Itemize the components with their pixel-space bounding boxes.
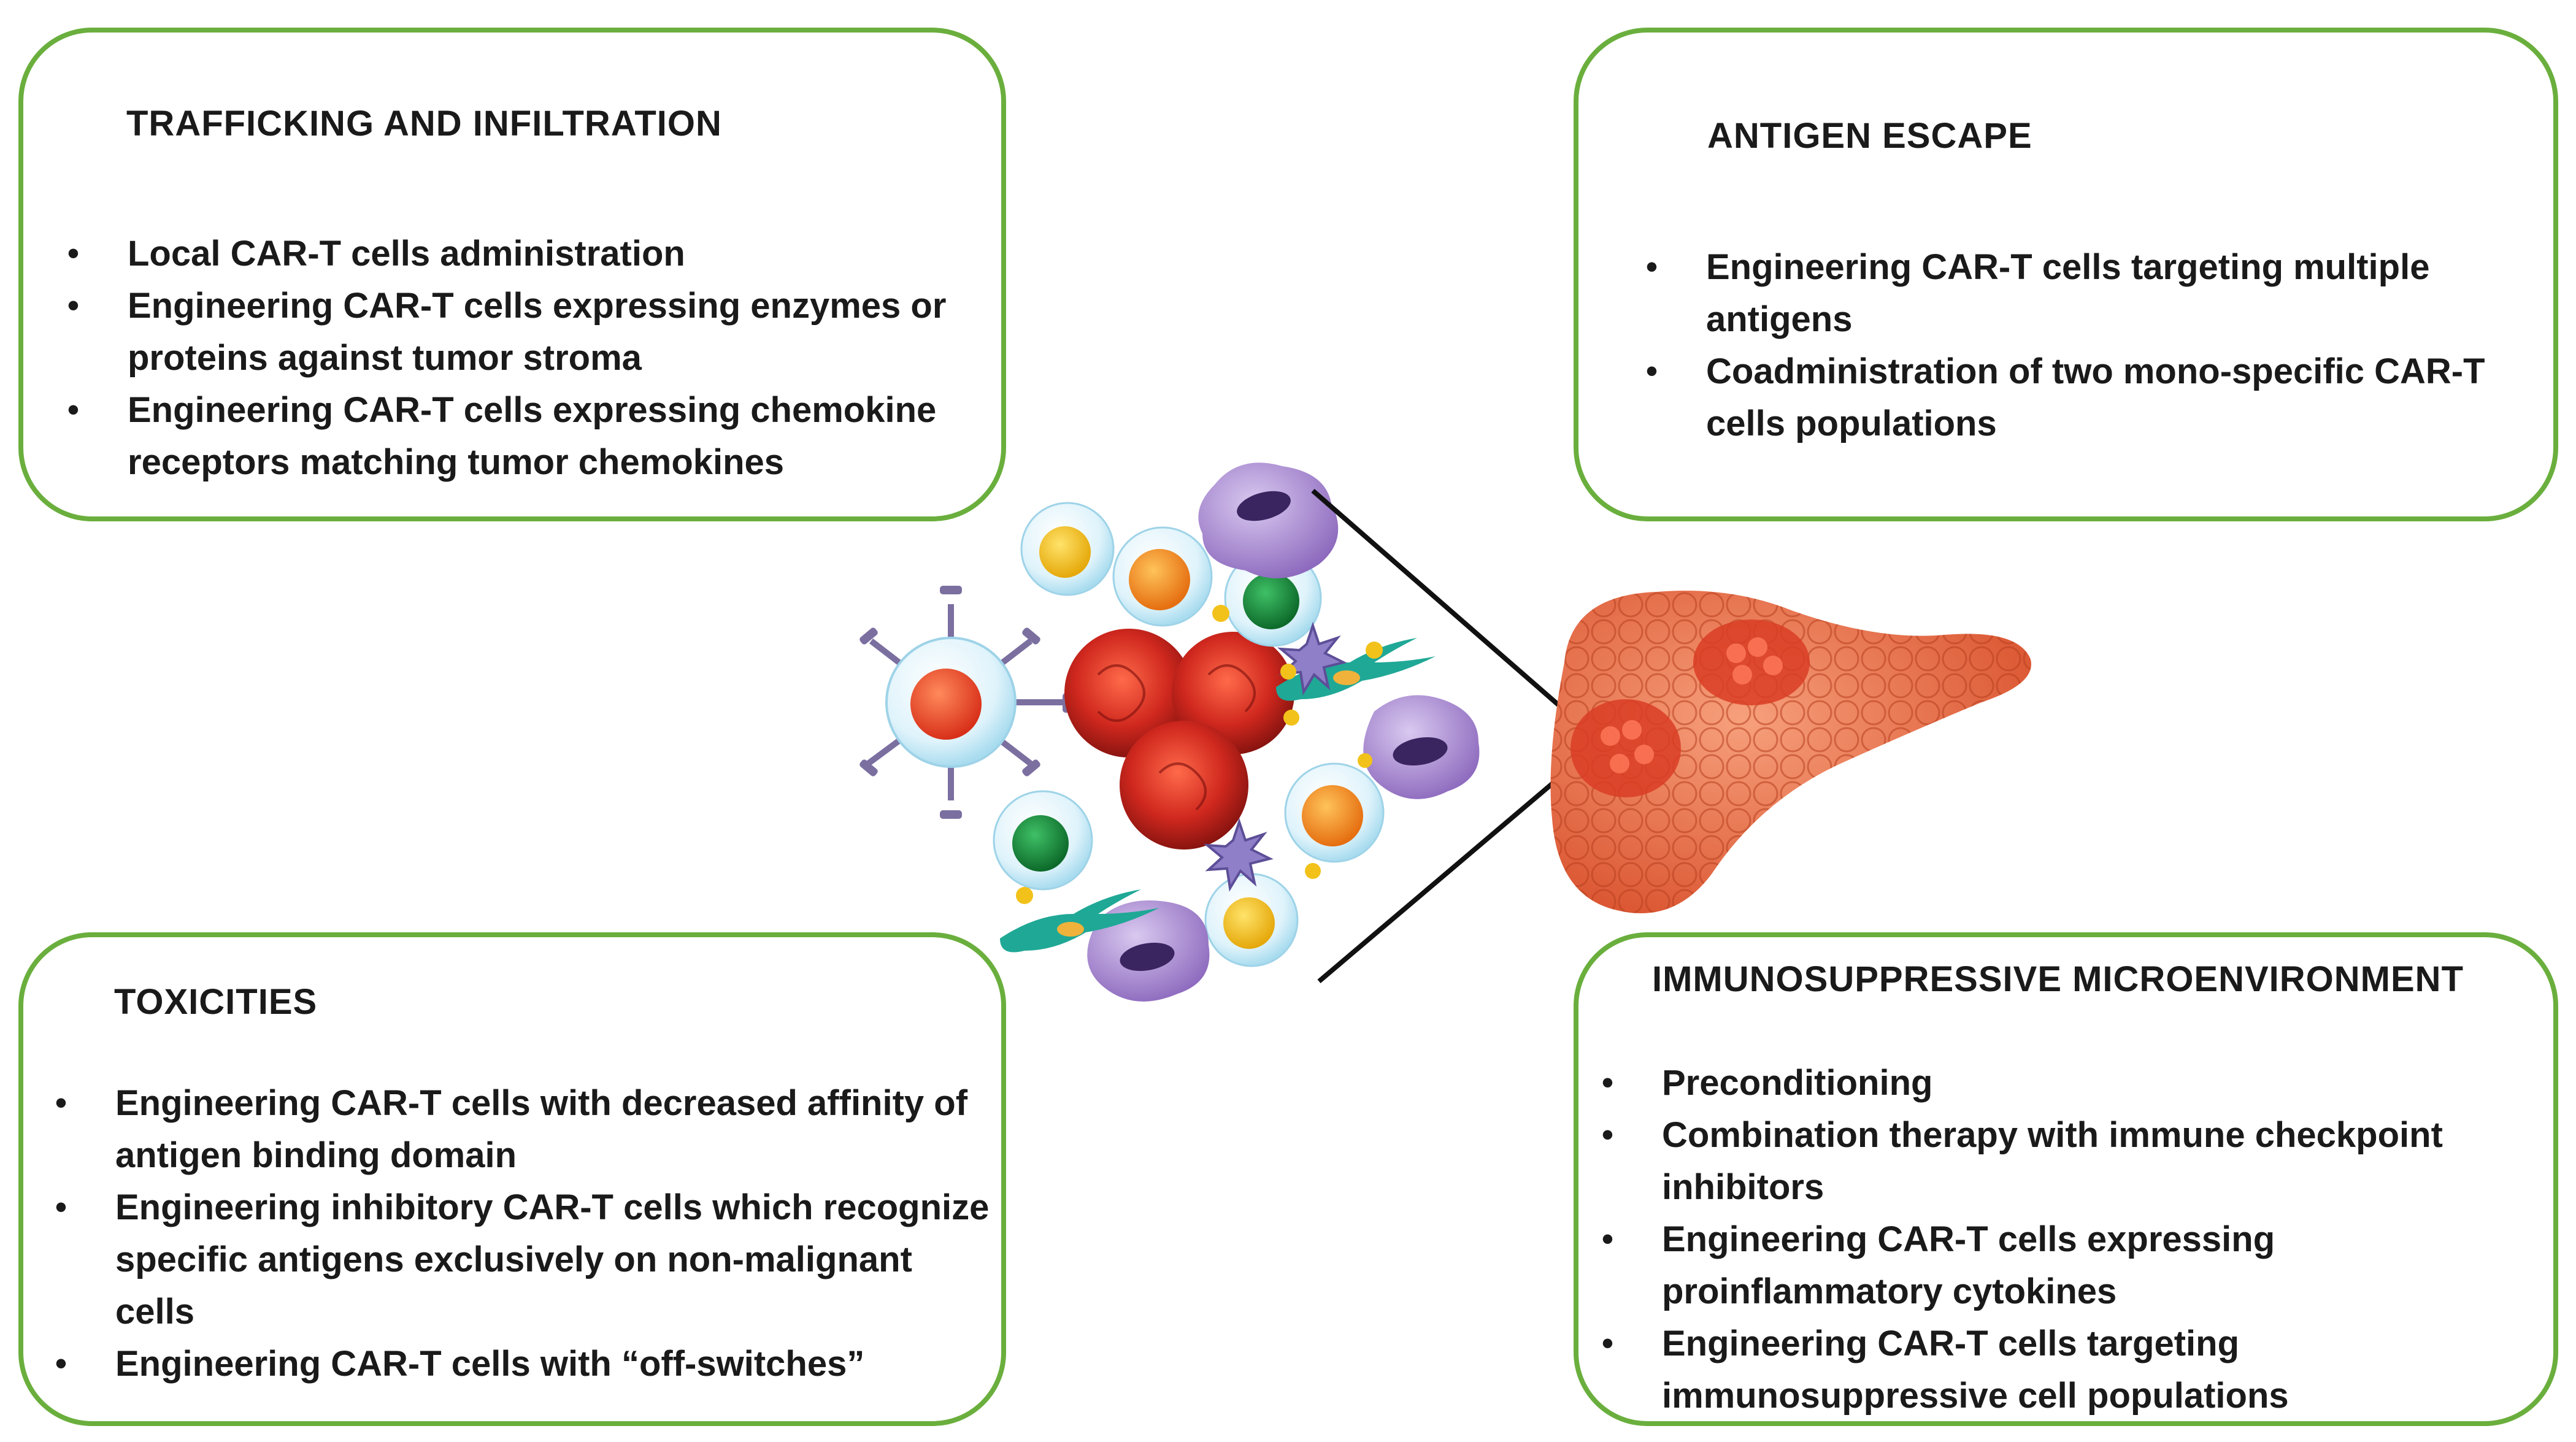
bullet-list: Engineering CAR-T cells targeting multip… bbox=[1646, 241, 2542, 450]
list-item: Engineering CAR-T cells expressing enzym… bbox=[67, 280, 994, 384]
pancreas-icon bbox=[1550, 591, 2031, 913]
list-item: Coadministration of two mono-specific CA… bbox=[1646, 345, 2542, 450]
tumor-microenvironment-illustration bbox=[859, 462, 2031, 1002]
box-immunosuppressive-microenvironment: IMMUNOSUPPRESSIVE MICROENVIRONMENT Preco… bbox=[1574, 932, 2558, 1426]
list-item: Local CAR-T cells administration bbox=[67, 228, 994, 280]
list-item: Engineering CAR-T cells expressing chemo… bbox=[67, 384, 994, 488]
bullet-list: Engineering CAR-T cells with decreased a… bbox=[55, 1077, 994, 1390]
bullet-list: Local CAR-T cells administration Enginee… bbox=[67, 228, 994, 488]
list-item: Engineering CAR-T cells targeting multip… bbox=[1646, 241, 2542, 345]
dendritic-cell-icons bbox=[1203, 621, 1347, 892]
list-item: Engineering CAR-T cells expressing proin… bbox=[1602, 1213, 2547, 1317]
box-antigen-escape: ANTIGEN ESCAPE Engineering CAR-T cells t… bbox=[1574, 28, 2558, 521]
list-item: Combination therapy with immune checkpoi… bbox=[1602, 1109, 2547, 1213]
box-title: IMMUNOSUPPRESSIVE MICROENVIRONMENT bbox=[1652, 959, 2464, 999]
list-item: Preconditioning bbox=[1602, 1057, 2547, 1109]
fibroblast-icons bbox=[1000, 638, 1436, 953]
box-trafficking-infiltration: TRAFFICKING AND INFILTRATION Local CAR-T… bbox=[18, 28, 1006, 521]
box-title: TOXICITIES bbox=[114, 982, 318, 1022]
list-item: Engineering CAR-T cells with “off-switch… bbox=[55, 1338, 994, 1390]
box-toxicities: TOXICITIES Engineering CAR-T cells with … bbox=[18, 932, 1006, 1426]
list-item: Engineering inhibitory CAR-T cells which… bbox=[55, 1181, 994, 1338]
list-item: Engineering CAR-T cells with decreased a… bbox=[55, 1077, 994, 1181]
list-item: Engineering CAR-T cells targeting immuno… bbox=[1602, 1317, 2547, 1422]
macrophage-icons bbox=[1087, 462, 1480, 1002]
cytokine-dots bbox=[1016, 605, 1383, 904]
box-title: ANTIGEN ESCAPE bbox=[1707, 116, 2032, 156]
tumor-cells-icon bbox=[1064, 629, 1294, 849]
car-t-cell-icon bbox=[859, 586, 1071, 819]
lymphocyte-icons bbox=[993, 502, 1385, 967]
bullet-list: Preconditioning Combination therapy with… bbox=[1602, 1057, 2547, 1422]
box-title: TRAFFICKING AND INFILTRATION bbox=[126, 104, 722, 144]
